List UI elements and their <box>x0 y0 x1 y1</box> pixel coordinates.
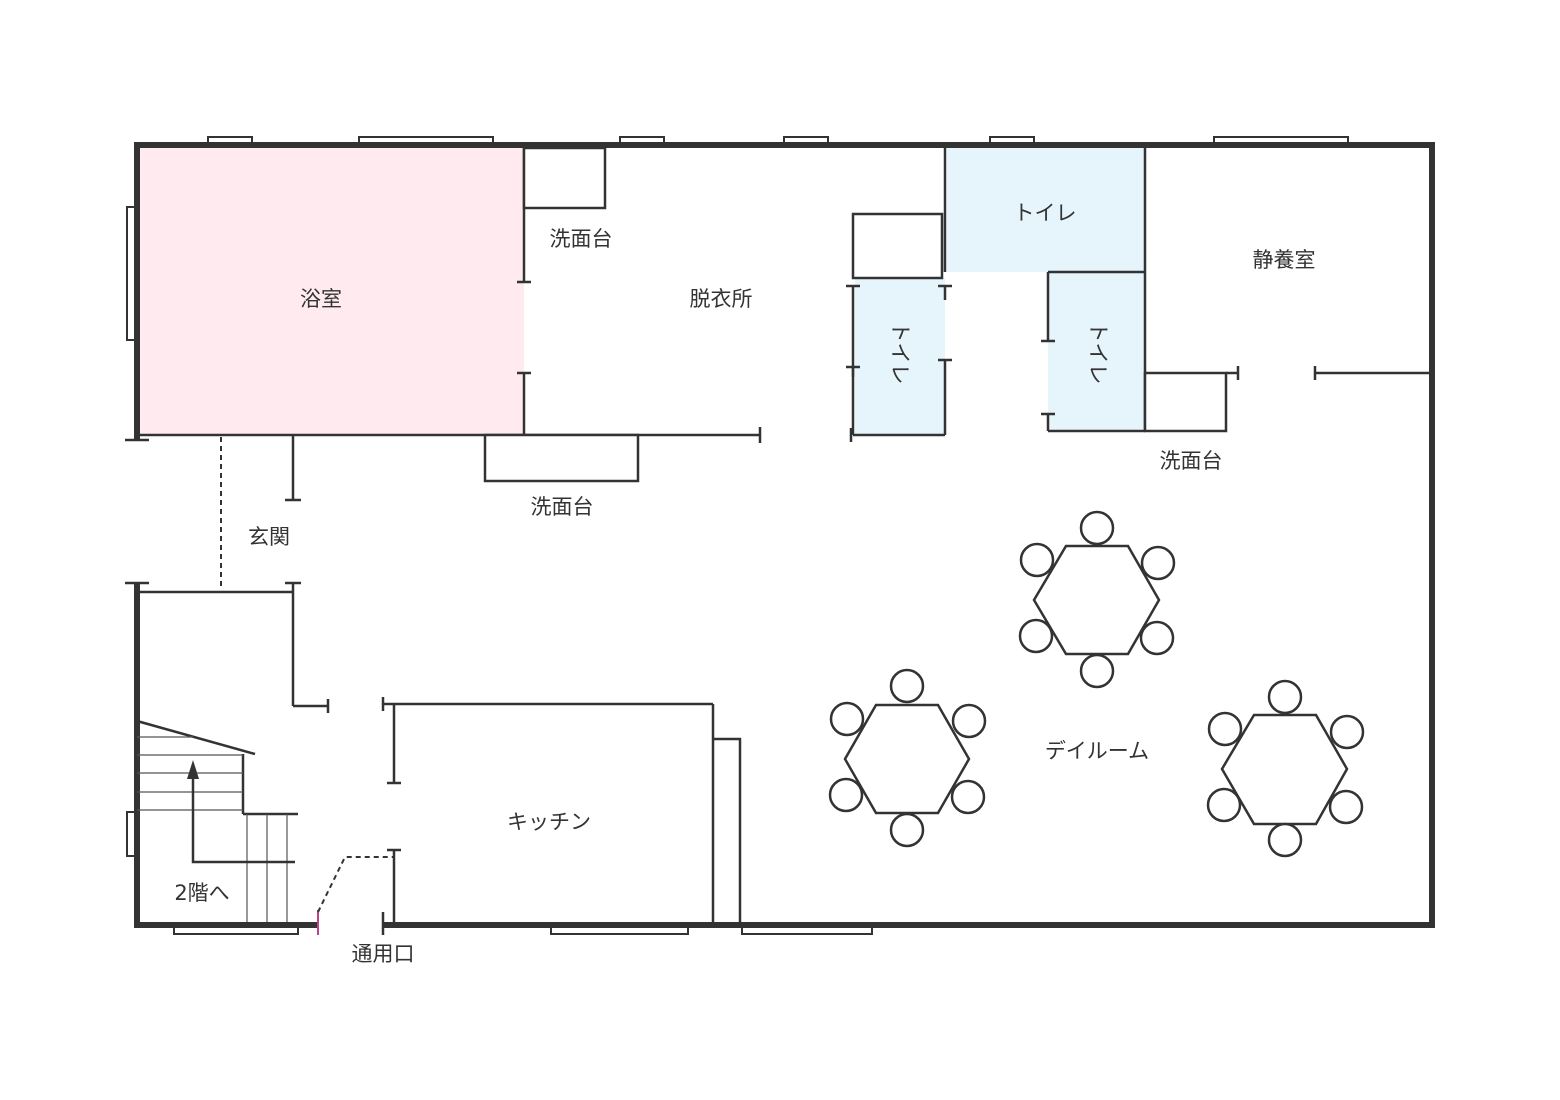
label-washbasin-bottom: 洗面台 <box>531 495 594 519</box>
stairs-up-arrow-icon <box>187 760 199 779</box>
label-entrance: 玄関 <box>248 525 290 549</box>
windows-left <box>126 206 136 857</box>
dining-table-3 <box>1206 679 1365 858</box>
toilet-left-area <box>855 278 945 435</box>
dining-table-1 <box>1018 510 1176 689</box>
label-day-room: デイルーム <box>1045 739 1149 763</box>
label-bathroom: 浴室 <box>300 287 342 311</box>
label-toilet-top: トイレ <box>1014 201 1077 225</box>
toilet-right-area <box>1048 272 1145 431</box>
rest-room-walls <box>1143 366 1432 433</box>
staircase <box>136 719 298 922</box>
label-toilet-left: トイレ <box>888 322 912 385</box>
label-washbasin-top: 洗面台 <box>550 227 613 251</box>
bathroom-area <box>137 148 524 435</box>
bath-walls <box>137 146 762 590</box>
label-dressing-room: 脱衣所 <box>690 287 753 311</box>
hall-walls <box>137 581 330 713</box>
label-rest-room: 静養室 <box>1253 248 1316 272</box>
label-stairs-up: 2階へ <box>174 881 229 905</box>
outer-walls <box>125 142 1435 928</box>
label-kitchen: キッチン <box>507 810 591 834</box>
label-service-entrance: 通用口 <box>352 942 415 966</box>
kitchen-walls <box>381 697 742 935</box>
label-washbasin-right: 洗面台 <box>1160 449 1223 473</box>
toilet-top-area <box>947 148 1145 272</box>
toilet-walls <box>846 148 1147 442</box>
dining-table-2 <box>828 668 987 848</box>
label-toilet-right: トイレ <box>1086 322 1110 385</box>
service-door <box>317 856 393 935</box>
